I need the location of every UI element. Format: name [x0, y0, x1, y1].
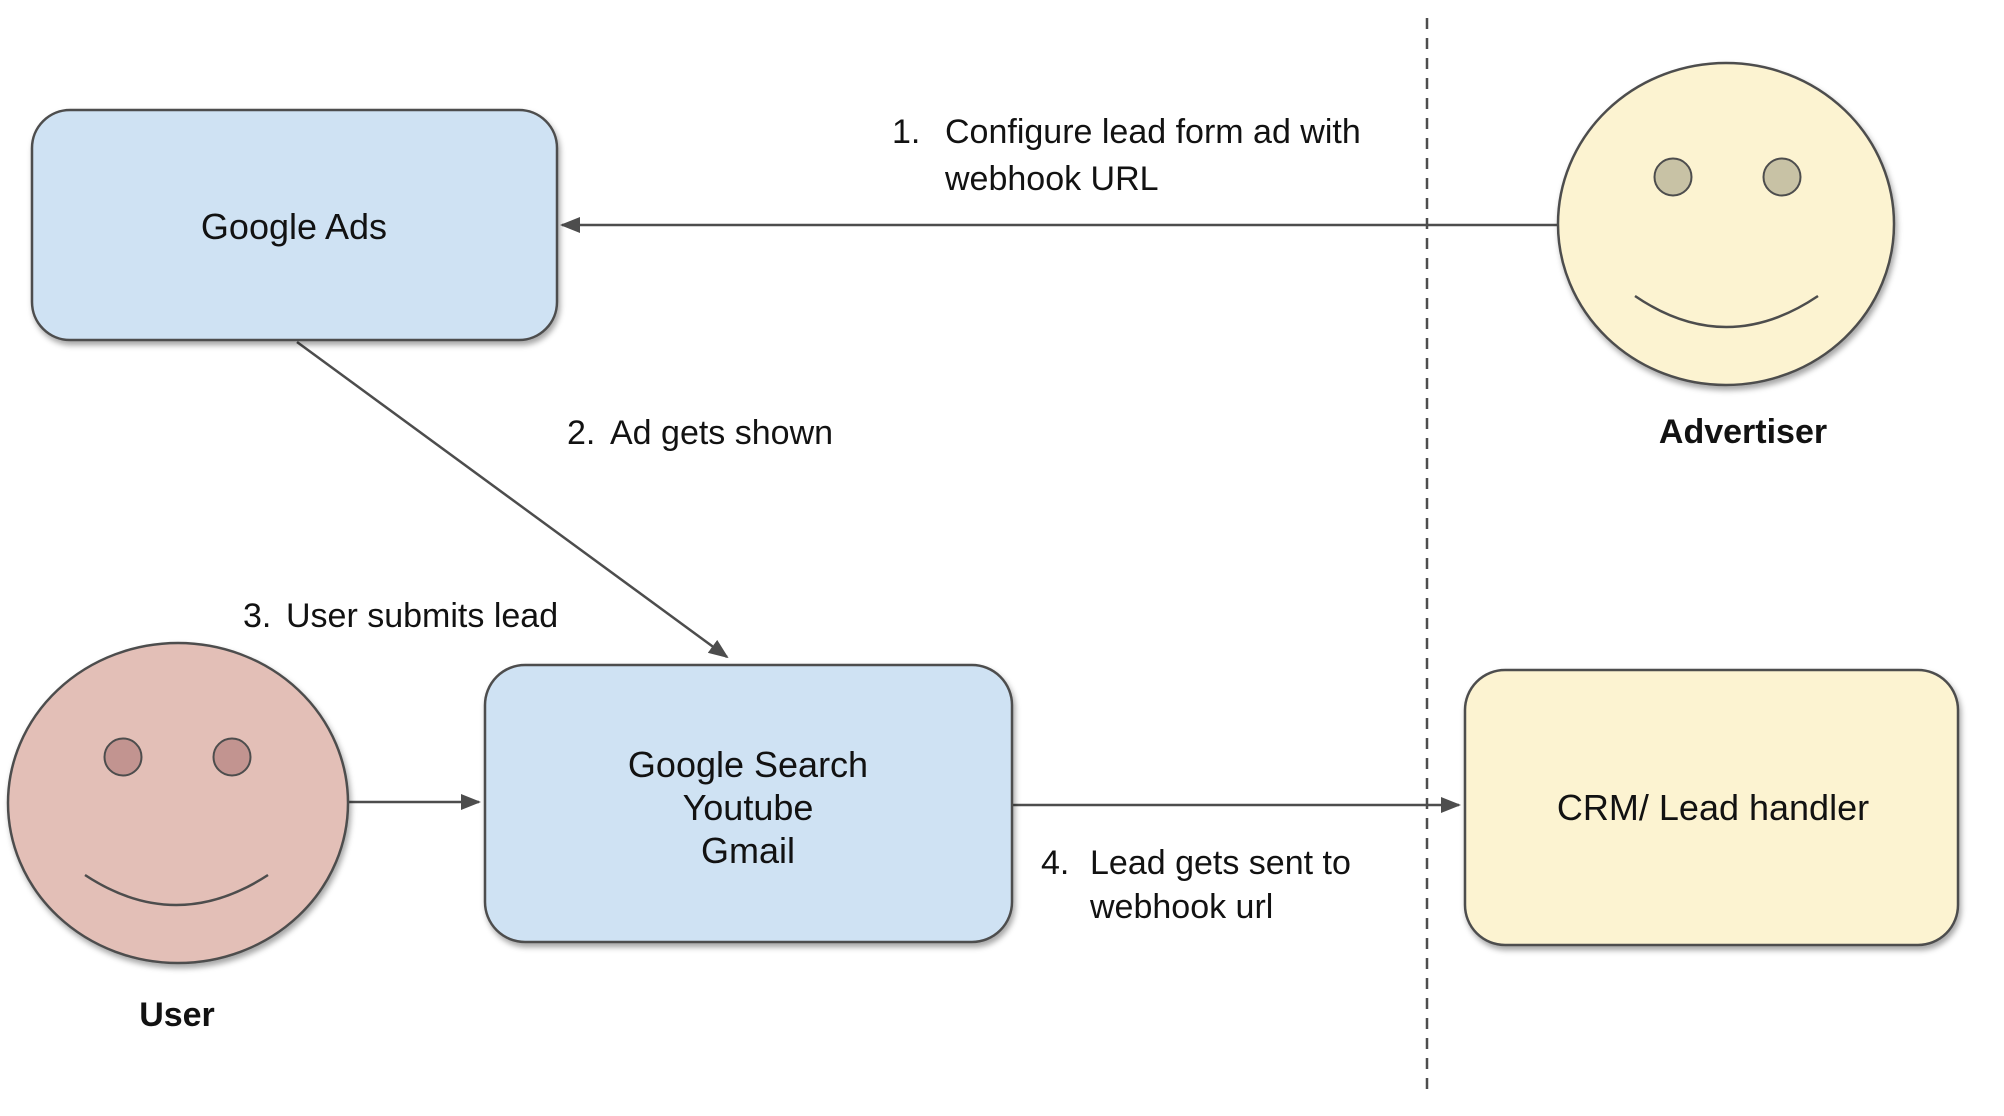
google-ads-box	[30, 108, 559, 342]
crm-label: CRM/ Lead handler	[1557, 787, 1869, 828]
step-4-label: 4. Lead gets sent to webhook url	[1041, 844, 1351, 926]
step-2-label: 2. Ad gets shown	[567, 414, 833, 452]
step-4-number: 4.	[1041, 844, 1069, 882]
step-1-text-line2: webhook URL	[944, 160, 1159, 198]
advertiser-eye-right-icon	[1762, 157, 1802, 197]
advertiser-node: Advertiser	[1556, 61, 1896, 451]
advertiser-face	[1556, 61, 1896, 387]
user-smile-icon	[84, 873, 269, 907]
step-1-label: 1. Configure lead form ad with webhook U…	[892, 113, 1361, 198]
platforms-label-line1: Google Search	[628, 744, 868, 785]
step-3-label: 3. User submits lead	[243, 597, 558, 635]
google-ads-label: Google Ads	[201, 206, 387, 247]
user-eye-right-icon	[212, 737, 252, 777]
step-2-number: 2.	[567, 414, 595, 452]
user-eye-left-icon	[103, 737, 143, 777]
arrow-ad-gets-shown	[296, 340, 729, 659]
google-ads-node: Google Ads	[30, 108, 559, 342]
crm-node: CRM/ Lead handler	[1463, 668, 1960, 947]
step-4-text-line1: Lead gets sent to	[1090, 844, 1351, 882]
platforms-label-line2: Youtube	[683, 787, 814, 828]
platforms-box	[483, 663, 1014, 944]
step-1-number: 1.	[892, 113, 920, 151]
crm-box	[1463, 668, 1960, 947]
user-face	[6, 641, 350, 965]
step-4-text-line2: webhook url	[1089, 888, 1273, 926]
advertiser-label: Advertiser	[1659, 413, 1827, 451]
step-2-text-line1: Ad gets shown	[610, 414, 833, 452]
user-label: User	[139, 996, 215, 1034]
step-3-number: 3.	[243, 597, 271, 635]
step-1-text-line1: Configure lead form ad with	[945, 113, 1361, 151]
platforms-label-line3: Gmail	[701, 830, 795, 871]
platforms-node: Google Search Youtube Gmail	[483, 663, 1014, 944]
user-node: User	[6, 641, 350, 1034]
step-3-text-line1: User submits lead	[286, 597, 558, 635]
advertiser-eye-left-icon	[1653, 157, 1693, 197]
advertiser-smile-icon	[1634, 294, 1819, 329]
